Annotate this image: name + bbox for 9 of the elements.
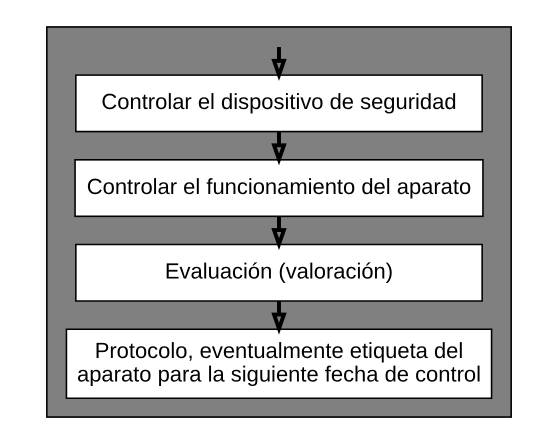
arrow [270,301,286,335]
arrow [270,47,286,81]
node-box: Controlar el funcionamiento del aparato [74,159,484,218]
node-box: Controlar el dispositivo de seguridad [74,74,482,132]
node-box: Evaluación (valoración) [74,244,482,302]
node-box: Protocolo, eventualmente etiqueta del aparato para la siguiente fecha de control [65,328,492,400]
arrow [270,216,286,250]
cluster [46,26,512,418]
arrow [270,132,286,166]
